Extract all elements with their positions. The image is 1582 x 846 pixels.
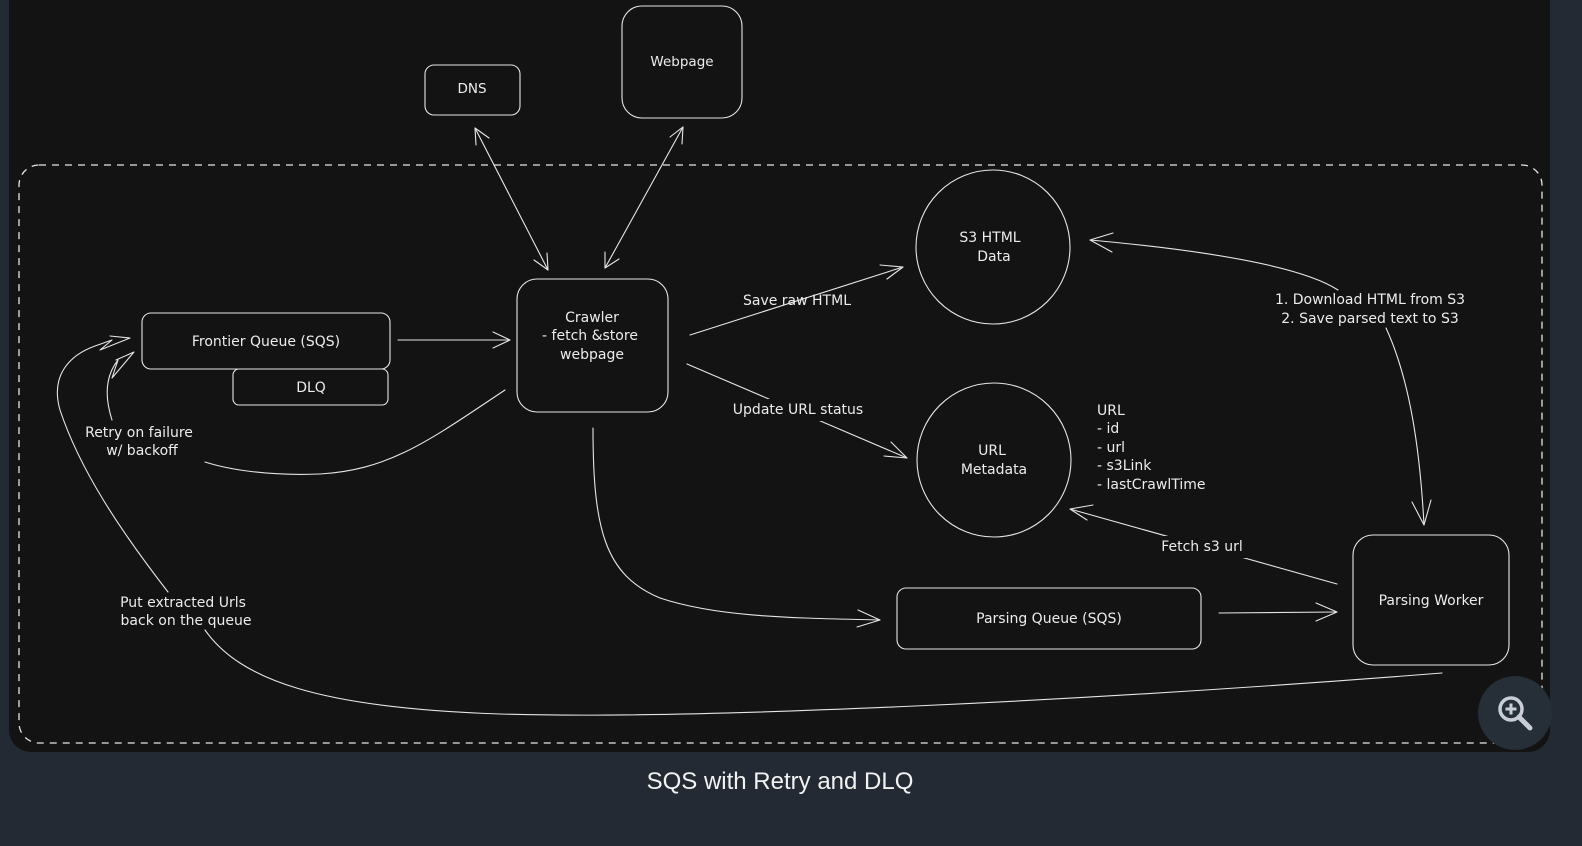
- figure-caption: SQS with Retry and DLQ: [646, 768, 914, 795]
- webpage-label: Webpage: [650, 54, 713, 70]
- url-schema-line: - lastCrawlTime: [1097, 477, 1205, 493]
- edge-webpage-crawler: [604, 126, 684, 269]
- zoom-in-icon: [1498, 696, 1533, 731]
- frontier-queue-label: Frontier Queue (SQS): [192, 334, 340, 350]
- worker-s3-label-line-2: 2. Save parsed text to S3: [1281, 311, 1458, 327]
- edge-worker-frontier: Put extracted Urls back on the queue: [56, 335, 1443, 716]
- crawler-label-line-3: webpage: [560, 347, 624, 363]
- dlq-label: DLQ: [296, 380, 326, 396]
- dlq-node: DLQ: [232, 368, 389, 406]
- system-boundary: [18, 164, 1543, 744]
- frontier-queue-node: Frontier Queue (SQS): [141, 312, 391, 370]
- dns-node: DNS: [424, 64, 521, 116]
- parsing-worker-label: Parsing Worker: [1379, 593, 1484, 609]
- architecture-diagram: DNS Webpage Crawler - fetch &store webpa…: [18, 5, 1543, 744]
- parsing-queue-node: Parsing Queue (SQS): [896, 587, 1202, 650]
- dns-label: DNS: [457, 81, 486, 97]
- edge-crawler-retry: Retry on failure w/ backoff: [85, 351, 506, 475]
- edge-crawler-parsing-queue: [592, 427, 881, 628]
- put-extracted-label-line-2: back on the queue: [121, 613, 252, 629]
- s3-html-label-line-1: S3 HTML: [959, 230, 1020, 246]
- url-schema-line: - s3Link: [1097, 458, 1152, 474]
- retry-label-line-1: Retry on failure: [85, 425, 193, 441]
- save-raw-html-label: Save raw HTML: [743, 293, 851, 309]
- s3-html-data-node: S3 HTML Data: [915, 169, 1071, 325]
- url-schema-note: URL - id - url - s3Link - lastCrawlTime: [1097, 403, 1205, 493]
- edge-parsing-queue-worker: [1218, 602, 1338, 622]
- edge-frontier-crawler: [397, 331, 511, 349]
- crawler-label-line-1: Crawler: [565, 310, 619, 326]
- edge-dns-crawler: [474, 127, 549, 271]
- edge-crawler-url-metadata: Update URL status: [686, 363, 908, 459]
- update-url-status-label: Update URL status: [733, 402, 863, 418]
- edge-crawler-s3: Save raw HTML: [689, 264, 904, 336]
- url-metadata-label-line-2: Metadata: [961, 462, 1027, 478]
- url-metadata-label-line-1: URL: [978, 443, 1006, 459]
- retry-label-line-2: w/ backoff: [106, 443, 178, 459]
- url-schema-line: - url: [1097, 440, 1125, 456]
- url-metadata-node: URL Metadata: [916, 382, 1072, 538]
- s3-html-label-line-2: Data: [977, 249, 1010, 265]
- put-extracted-label-line-1: Put extracted Urls: [120, 595, 246, 611]
- edge-worker-url-metadata: Fetch s3 url: [1069, 504, 1338, 585]
- crawler-node: Crawler - fetch &store webpage: [516, 278, 669, 413]
- edge-s3-worker: 1. Download HTML from S3 2. Save parsed …: [1089, 232, 1465, 526]
- diagram-canvas: DNS Webpage Crawler - fetch &store webpa…: [9, 0, 1550, 752]
- url-schema-line: URL: [1097, 403, 1125, 419]
- zoom-in-button[interactable]: [1478, 676, 1552, 750]
- webpage-node: Webpage: [621, 5, 743, 119]
- parsing-worker-node: Parsing Worker: [1352, 534, 1510, 666]
- url-schema-line: - id: [1097, 421, 1119, 437]
- worker-s3-label-line-1: 1. Download HTML from S3: [1275, 292, 1465, 308]
- fetch-s3-url-label: Fetch s3 url: [1161, 539, 1243, 555]
- parsing-queue-label: Parsing Queue (SQS): [976, 611, 1122, 627]
- crawler-label-line-2: - fetch &store: [542, 328, 638, 344]
